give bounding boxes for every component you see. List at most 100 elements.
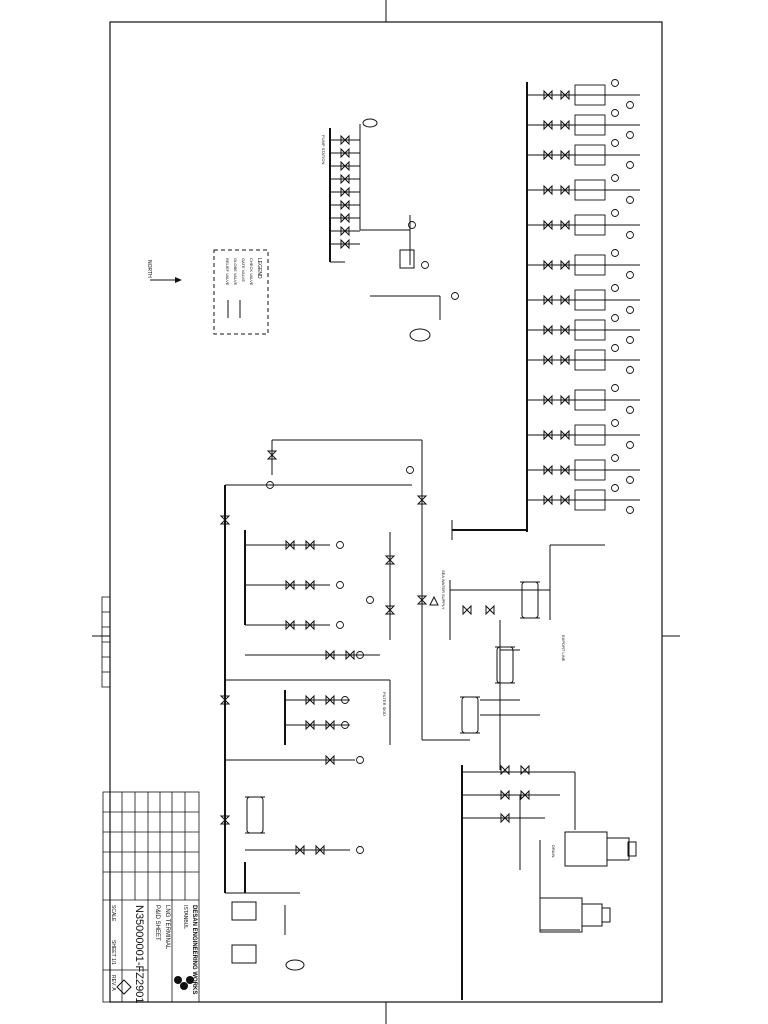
gauge-icon <box>336 621 344 629</box>
valve-icon <box>543 464 553 476</box>
gauge-icon <box>626 161 634 169</box>
company-name: DESAN ENGINEERING WORKS <box>191 905 197 994</box>
valve-icon <box>560 324 570 336</box>
gauge-icon <box>611 284 619 292</box>
valve-icon <box>462 604 472 616</box>
valve-icon <box>560 429 570 441</box>
valve-icon <box>305 694 315 706</box>
gauge-icon <box>336 541 344 549</box>
filter-skid-label: FILTER SKID <box>382 692 387 716</box>
gauge-icon <box>611 109 619 117</box>
gauge-icon <box>611 384 619 392</box>
upper-rack: PUMP STATION <box>321 124 441 320</box>
sheet-label: SHEET 1/1 <box>110 940 116 965</box>
valve-icon <box>543 184 553 196</box>
branch-group <box>527 79 640 514</box>
instrument-box <box>574 179 606 201</box>
valve-icon <box>266 450 278 460</box>
valve-icon <box>340 212 350 224</box>
motor-icon <box>362 118 378 128</box>
valve-icon <box>560 494 570 506</box>
pump-box <box>399 249 415 269</box>
valve-icon <box>560 394 570 406</box>
legend-title: LEGEND <box>256 258 262 279</box>
gauge-icon <box>451 292 459 300</box>
gauge-icon <box>356 651 364 659</box>
crop-marks <box>92 0 680 1024</box>
valve-icon <box>543 394 553 406</box>
valve-icon <box>560 259 570 271</box>
valve-icon <box>345 649 355 661</box>
gauge-icon <box>626 406 634 414</box>
gauge-icon <box>626 441 634 449</box>
valve-icon <box>500 789 510 801</box>
gauge-icon <box>626 196 634 204</box>
gauge-icon <box>266 481 274 489</box>
metering-area: DRAIN <box>461 765 637 1000</box>
valve-icon <box>543 354 553 366</box>
gauge-icon <box>626 306 634 314</box>
instrument-box <box>574 84 606 106</box>
valve-icon <box>560 149 570 161</box>
valve-icon <box>543 149 553 161</box>
gauge-icon <box>406 466 414 474</box>
instrument-box <box>574 214 606 236</box>
instrument-box <box>574 114 606 136</box>
legend-item: RELIEF VALVE <box>225 258 230 286</box>
gauge-icon <box>336 581 344 589</box>
valve-icon <box>305 619 315 631</box>
valve-icon <box>500 812 510 824</box>
valve-icon <box>315 844 325 856</box>
gauge-icon <box>626 366 634 374</box>
valve-icon <box>219 815 231 825</box>
company-logo <box>174 976 194 990</box>
drawing-frame <box>109 21 663 1003</box>
valve-icon <box>285 619 295 631</box>
pump-icon <box>285 959 305 971</box>
zone-ticks <box>101 596 111 688</box>
gauge-icon <box>421 261 429 269</box>
valve-icon <box>305 579 315 591</box>
valve-icon <box>384 605 396 615</box>
valve-icon <box>560 119 570 131</box>
valve-icon <box>560 219 570 231</box>
instrument-box <box>574 389 606 411</box>
gauge-icon <box>626 506 634 514</box>
project-name: LNG TERMINAL <box>164 905 170 950</box>
gauge-icon <box>611 209 619 217</box>
valve-icon <box>384 555 396 565</box>
valve-icon <box>416 495 428 505</box>
legend-item: GATE VALVE <box>241 258 246 282</box>
valve-icon <box>485 604 495 616</box>
legend-item: GLOBE VALVE <box>233 258 238 286</box>
north-arrow-icon: NORTH <box>146 260 182 283</box>
valve-group <box>219 450 428 971</box>
valve-icon <box>543 259 553 271</box>
gauge-icon <box>626 231 634 239</box>
gauge-icon <box>366 596 374 604</box>
valve-icon <box>520 789 530 801</box>
tank-icon <box>231 944 257 964</box>
gauge-icon <box>626 476 634 484</box>
drawing-number: N35000001-FZ2901 <box>133 905 145 1003</box>
valve-icon <box>543 494 553 506</box>
valve-icon <box>340 147 350 159</box>
valve-icon <box>416 595 428 605</box>
drain-label: DRAIN <box>551 845 556 858</box>
company-location: ISTANBUL <box>182 905 188 929</box>
instrument-box <box>574 489 606 511</box>
valve-icon <box>560 464 570 476</box>
valve-icon <box>543 294 553 306</box>
valve-icon <box>340 238 350 250</box>
instrument-box <box>574 424 606 446</box>
revision-grid <box>103 792 199 900</box>
drawing-stamp-diamond <box>116 979 132 995</box>
valve-icon <box>325 754 335 766</box>
gauge-icon <box>611 314 619 322</box>
gauge-icon <box>626 101 634 109</box>
valve-icon <box>560 294 570 306</box>
gauge-icon <box>611 344 619 352</box>
gauge-icon <box>356 846 364 854</box>
title-block: DESAN ENGINEERING WORKS ISTANBUL LNG TER… <box>102 791 200 1003</box>
